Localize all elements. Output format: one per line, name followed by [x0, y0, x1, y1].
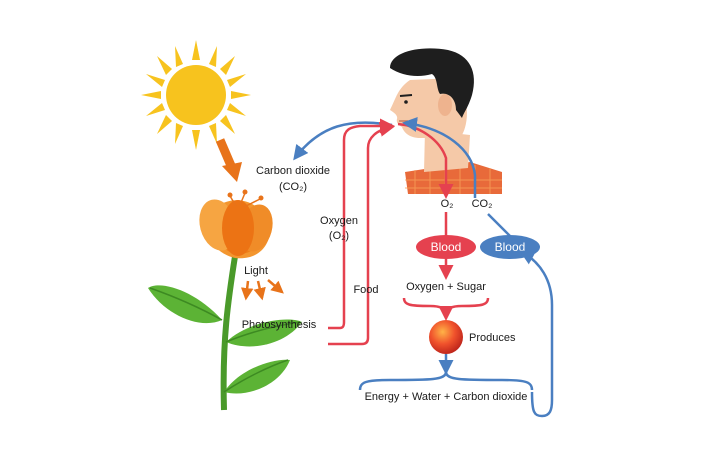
oxygen-flow-arrow	[328, 118, 395, 330]
oxygen-sugar-label: Oxygen + Sugar	[406, 281, 486, 293]
blood-red-pill: Blood	[416, 235, 476, 259]
produces-label: Produces	[469, 332, 516, 344]
co2-out-arrow	[402, 117, 477, 198]
person-illustration	[390, 48, 502, 194]
co2-return-arrow	[519, 250, 554, 418]
leaf-bottom	[224, 359, 290, 394]
sun-icon	[141, 40, 251, 150]
energy-water-co2-label: Energy + Water + Carbon dioxide	[365, 391, 528, 403]
blood-blue-label: Blood	[495, 240, 526, 254]
food-flow-arrow	[328, 121, 395, 346]
sugar-bracket	[402, 297, 490, 315]
o2-formula-label: (O₂)	[329, 230, 349, 242]
light-label: Light	[244, 265, 268, 277]
co2-formula-label: (CO₂)	[279, 181, 307, 193]
flower-icon	[199, 189, 273, 259]
hair	[390, 48, 474, 118]
sunlight-arrowhead	[222, 162, 242, 182]
produces-ball-icon	[429, 320, 463, 354]
food-label: Food	[353, 284, 378, 296]
plant-illustration	[148, 249, 302, 411]
output-bracket	[358, 371, 534, 391]
plant-stem	[220, 249, 239, 411]
o2-short-label: O₂	[441, 198, 454, 210]
sunlight-arrow	[215, 138, 237, 170]
leaf-right	[226, 319, 302, 347]
blood-red-label: Blood	[431, 240, 462, 254]
co2-short-label: CO₂	[472, 198, 493, 210]
photosynthesis-label: Photosynthesis	[242, 319, 317, 331]
blood-to-co2-line	[487, 213, 511, 237]
blood-blue-pill: Blood	[480, 235, 540, 259]
carbon-dioxide-label: Carbon dioxide	[256, 165, 330, 177]
oxygen-label: Oxygen	[320, 215, 358, 227]
light-arrows	[240, 279, 284, 301]
ear	[438, 94, 452, 116]
